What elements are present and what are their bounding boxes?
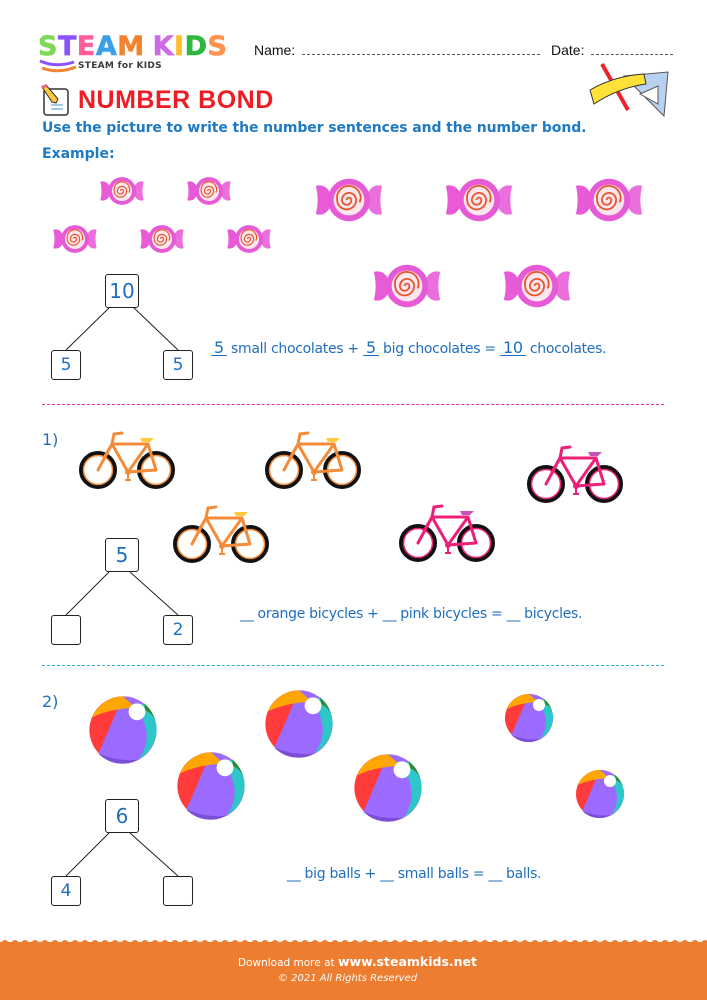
- pink-bicycle-icon: [526, 444, 626, 504]
- big-beach-ball-icon: [176, 751, 246, 821]
- footer-scallop-edge: [0, 940, 707, 944]
- bond-whole-box: 5: [105, 538, 139, 572]
- answer-blank: 5: [362, 340, 379, 356]
- footer: Download more at www.steamkids.net © 202…: [0, 940, 707, 1000]
- question2-number-sentence[interactable]: __ big balls + __ small balls = __ balls…: [287, 866, 542, 882]
- big-beach-ball-icon: [264, 689, 334, 759]
- question-number: 1): [42, 430, 59, 449]
- logo-letter: K: [152, 31, 175, 62]
- big-beach-ball-icon: [88, 695, 158, 765]
- logo-letter: S: [38, 31, 58, 62]
- logo-letter: M: [117, 31, 145, 62]
- date-field[interactable]: [591, 54, 673, 55]
- sentence-text: big chocolates =: [378, 341, 500, 357]
- logo-letter: E: [76, 31, 96, 62]
- small-beach-ball-icon: [504, 693, 554, 743]
- bond-part-left-box: 4: [51, 876, 81, 906]
- sentence-text: chocolates.: [525, 341, 607, 357]
- bond-part-left-input[interactable]: [51, 615, 81, 645]
- download-label: Download more at: [238, 957, 338, 969]
- footer-download-text: Download more at www.steamkids.net: [238, 954, 477, 969]
- bond-part-left-box: 5: [51, 350, 81, 380]
- logo-letter: A: [95, 31, 118, 62]
- section-divider: [42, 665, 664, 666]
- pink-bicycle-icon: [398, 503, 498, 563]
- bond-part-right-input[interactable]: [163, 876, 193, 906]
- instructions: Use the picture to write the number sent…: [42, 120, 587, 136]
- example-label: Example:: [42, 146, 115, 162]
- bond-whole-box: 10: [105, 274, 139, 308]
- date-label: Date:: [551, 42, 585, 58]
- name-field[interactable]: [302, 54, 540, 55]
- logo-letter: S: [207, 31, 228, 62]
- sentence-text: small chocolates +: [226, 341, 363, 357]
- footer-copyright: © 2021 All Rights Reserved: [278, 973, 418, 984]
- bond-whole-box: 6: [105, 799, 139, 833]
- logo-subtitle: STEAM for KIDS: [78, 61, 162, 71]
- logo-swoosh-icon: [39, 59, 77, 73]
- ruler-pencil-triangle-icon: [589, 63, 669, 118]
- bond-part-right-box: 2: [163, 615, 193, 645]
- answer-blank: 5: [211, 340, 227, 356]
- bond-part-right-box: 5: [163, 350, 193, 380]
- logo-letter: I: [174, 31, 185, 62]
- section-divider: [42, 404, 664, 405]
- orange-bicycle-icon: [264, 430, 364, 490]
- worksheet-pencil-icon: [41, 84, 69, 116]
- orange-bicycle-icon: [172, 504, 272, 564]
- logo-letter: D: [184, 31, 208, 62]
- question-number: 2): [42, 692, 59, 711]
- website-link[interactable]: www.steamkids.net: [337, 954, 478, 969]
- big-beach-ball-icon: [353, 753, 423, 823]
- name-label: Name:: [254, 42, 296, 58]
- orange-bicycle-icon: [78, 430, 178, 490]
- question1-number-sentence[interactable]: __ orange bicycles + __ pink bicycles = …: [240, 606, 583, 622]
- example-number-sentence: 5 small chocolates + 5 big chocolates = …: [211, 340, 607, 357]
- page-title: NUMBER BOND: [78, 86, 274, 114]
- small-beach-ball-icon: [575, 769, 625, 819]
- logo-letter: T: [57, 31, 77, 62]
- answer-blank: 10: [499, 340, 526, 356]
